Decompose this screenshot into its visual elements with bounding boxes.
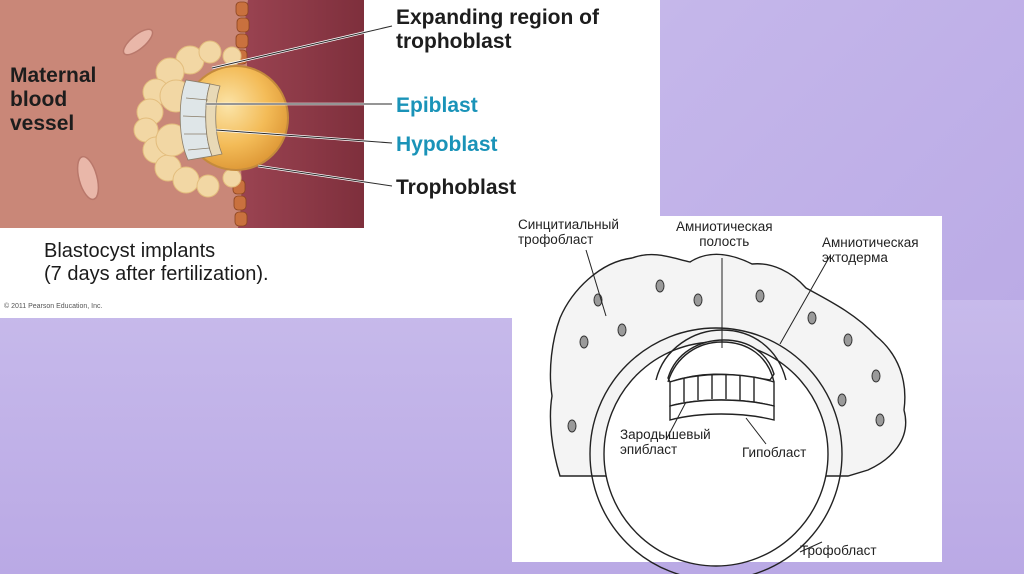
copyright-notice: © 2011 Pearson Education, Inc. bbox=[4, 303, 103, 310]
epiblast-cells bbox=[683, 374, 755, 402]
label-hypoblast-ru: Гипобласт bbox=[742, 445, 807, 460]
embryo-line-drawing bbox=[549, 249, 907, 574]
ru-pointer-lines bbox=[585, 249, 831, 553]
label-embryonic-epiblast: Зародышевый эпибласт bbox=[620, 427, 711, 457]
inner-cell-mass bbox=[179, 79, 223, 161]
label-syncytiotrophoblast: Синцитиальный трофобласт bbox=[518, 217, 619, 247]
label-trophoblast: Trophoblast bbox=[396, 176, 517, 199]
label-expanding-region: Expanding region of trophoblast bbox=[396, 6, 599, 54]
hypoblast-row bbox=[669, 399, 775, 421]
label-pointer-lines-dark bbox=[206, 25, 393, 187]
figure-caption: Blastocyst implants (7 days after fertil… bbox=[44, 240, 269, 285]
label-amniotic-cavity: Амниотическая полость bbox=[676, 219, 773, 249]
trophoblast-outer bbox=[589, 327, 843, 574]
syncytium-nuclei bbox=[567, 279, 885, 433]
label-trophoblast-ru: Трофобласт bbox=[800, 543, 877, 558]
uterine-wall bbox=[238, 0, 364, 228]
label-maternal-blood-vessel: Maternal blood vessel bbox=[10, 64, 97, 136]
label-hypoblast: Hypoblast bbox=[396, 133, 498, 156]
label-amniotic-ectoderm: Амниотическая эктодерма bbox=[822, 235, 919, 265]
blood-vessel-shapes bbox=[76, 28, 154, 201]
label-epiblast: Epiblast bbox=[396, 94, 478, 117]
implantation-illustration bbox=[0, 0, 393, 228]
